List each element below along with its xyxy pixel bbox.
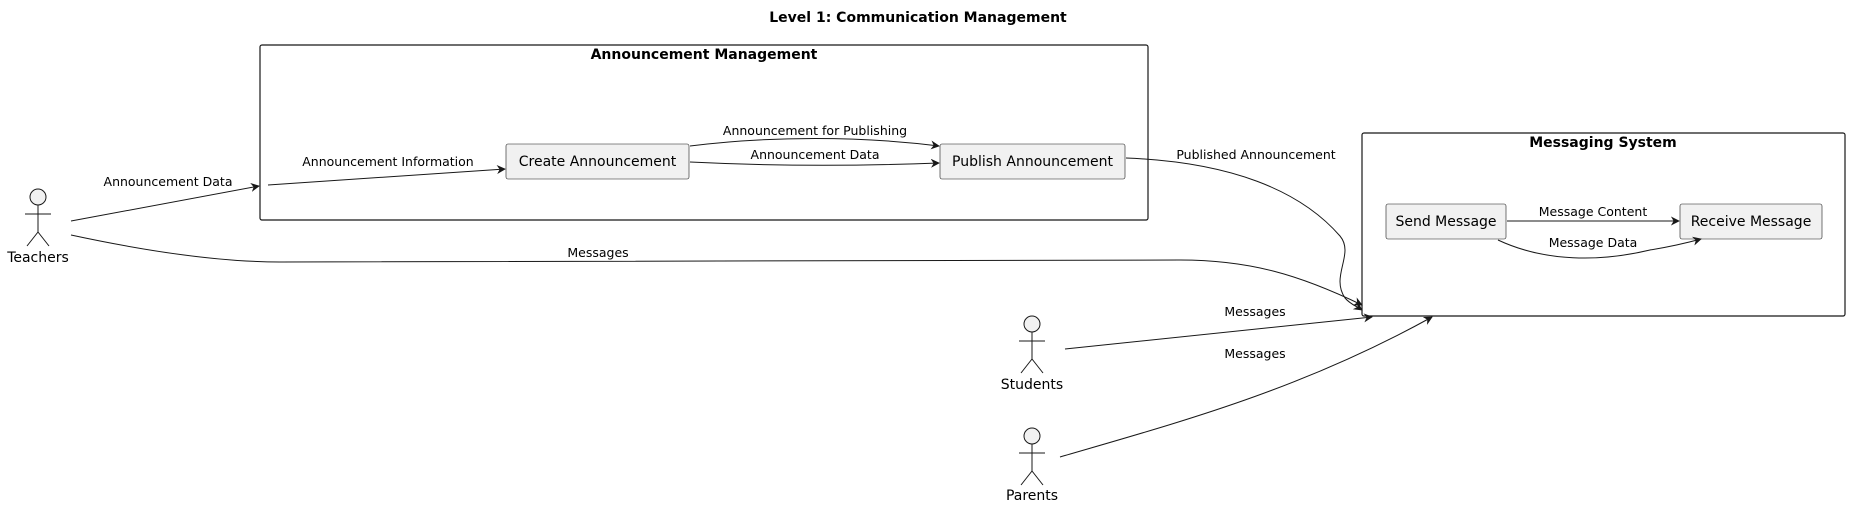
- node-send-label: Send Message: [1395, 214, 1496, 230]
- edge-teachers-messaging-label: Messages: [567, 245, 628, 260]
- edge-send-to-receive-top: Message Content: [1507, 204, 1680, 226]
- node-receive-label: Receive Message: [1691, 214, 1812, 230]
- edge-send-to-receive-bottom: Message Data: [1497, 235, 1702, 259]
- edge-parents-to-messaging: Messages: [1059, 316, 1433, 458]
- actor-students: Students: [1001, 315, 1063, 393]
- package-announcement-label: Announcement Management: [591, 47, 818, 63]
- edge-to-create: Announcement Information: [267, 154, 506, 186]
- edge-create-publish-top-label: Announcement for Publishing: [723, 123, 907, 138]
- edge-to-create-label: Announcement Information: [302, 154, 473, 169]
- diagram-title: Level 1: Communication Management: [769, 10, 1067, 26]
- edge-teachers-to-messaging: Messages: [70, 234, 1363, 306]
- edge-send-receive-top-label: Message Content: [1539, 204, 1648, 219]
- node-publish-announcement: Publish Announcement: [939, 143, 1126, 180]
- node-create-announcement: Create Announcement: [505, 143, 690, 180]
- node-send-message: Send Message: [1385, 203, 1507, 240]
- node-publish-label: Publish Announcement: [952, 154, 1113, 170]
- package-announcement-management: Announcement Management: [259, 44, 1149, 221]
- edge-parents-messaging-label: Messages: [1224, 346, 1285, 361]
- edge-teachers-to-announcement: Announcement Data: [70, 174, 260, 222]
- actor-teachers: Teachers: [6, 188, 69, 266]
- edge-send-receive-bottom-label: Message Data: [1549, 235, 1638, 250]
- edge-publish-to-messaging: Published Announcement: [1125, 147, 1363, 311]
- edge-teachers-announcement-label: Announcement Data: [104, 174, 233, 189]
- edge-create-to-publish-bottom: Announcement Data: [689, 147, 940, 168]
- actor-teachers-label: Teachers: [6, 250, 69, 266]
- node-create-label: Create Announcement: [519, 154, 677, 170]
- actor-parents-label: Parents: [1006, 488, 1058, 504]
- actor-parents: Parents: [1006, 427, 1058, 504]
- edge-create-publish-bottom-label: Announcement Data: [751, 147, 880, 162]
- edge-create-to-publish-top: Announcement for Publishing: [689, 123, 940, 150]
- edge-publish-messaging-label: Published Announcement: [1176, 147, 1335, 162]
- node-receive-message: Receive Message: [1679, 203, 1823, 240]
- actor-students-label: Students: [1001, 377, 1063, 393]
- package-messaging-label: Messaging System: [1529, 135, 1677, 151]
- package-messaging-system: Messaging System: [1361, 132, 1846, 317]
- edge-students-messaging-label: Messages: [1224, 304, 1285, 319]
- edge-students-to-messaging: Messages: [1064, 304, 1373, 350]
